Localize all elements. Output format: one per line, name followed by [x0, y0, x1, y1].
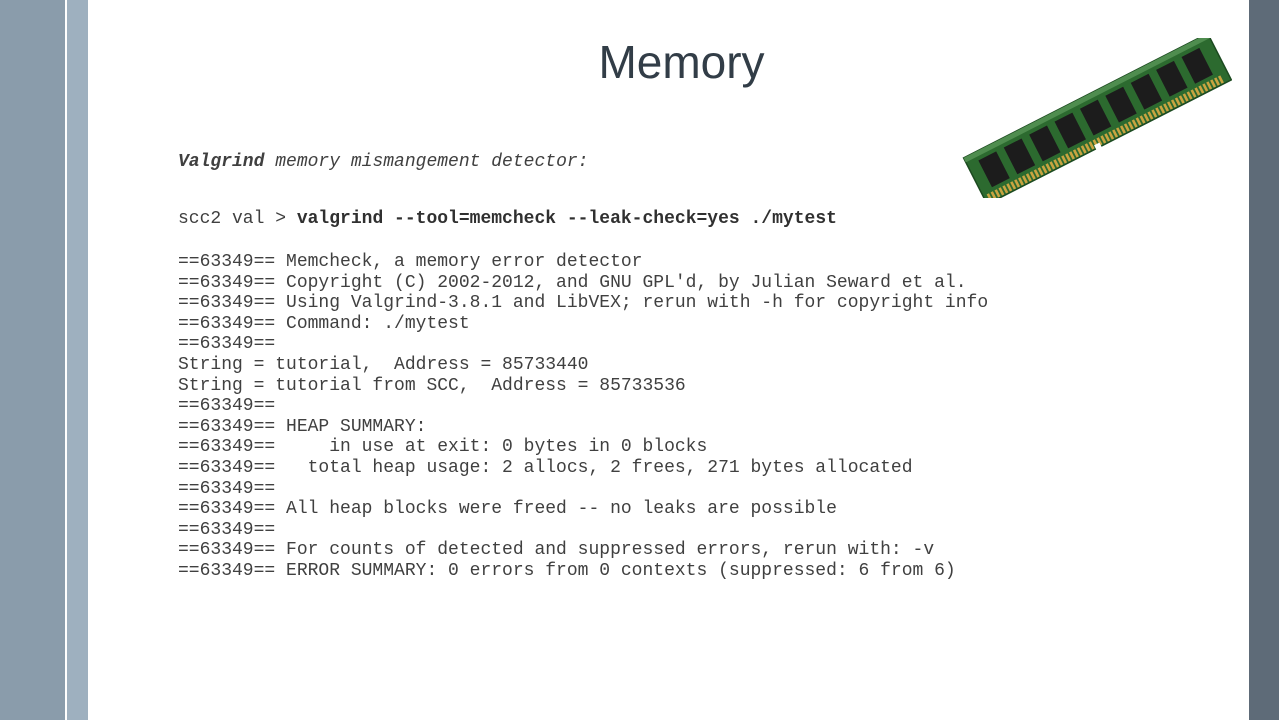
left-decor-divider	[65, 0, 67, 720]
output-line: ==63349==	[178, 519, 276, 540]
output-line: ==63349== For counts of detected and sup…	[178, 540, 935, 561]
output-line: ==63349== total heap usage: 2 allocs, 2 …	[178, 457, 913, 478]
output-line: ==63349==	[178, 334, 276, 355]
output-line: String = tutorial, Address = 85733440	[178, 354, 589, 375]
shell-prompt: scc2 val >	[178, 209, 297, 229]
output-line: ==63349==	[178, 478, 276, 499]
output-line: ==63349== ERROR SUMMARY: 0 errors from 0…	[178, 560, 956, 581]
slide-title: Memory	[598, 36, 765, 88]
command-line: scc2 val > valgrind --tool=memcheck --le…	[178, 209, 837, 229]
right-decor-bar	[1247, 0, 1279, 720]
slide-subtitle: Valgrind memory mismangement detector:	[178, 152, 588, 172]
subtitle-description: memory mismangement detector:	[264, 152, 589, 172]
left-decor-bar-light	[67, 0, 88, 720]
output-line: String = tutorial from SCC, Address = 85…	[178, 375, 686, 396]
output-line: ==63349== HEAP SUMMARY:	[178, 416, 427, 437]
left-decor-bar	[0, 0, 65, 720]
shell-command: valgrind --tool=memcheck --leak-check=ye…	[296, 209, 837, 229]
right-decor-divider	[1247, 0, 1249, 720]
output-line: ==63349== in use at exit: 0 bytes in 0 b…	[178, 437, 708, 458]
output-line: ==63349== Copyright (C) 2002-2012, and G…	[178, 272, 967, 293]
output-line: ==63349== Command: ./mytest	[178, 313, 470, 334]
output-line: ==63349== All heap blocks were freed -- …	[178, 499, 837, 520]
ram-module-icon	[962, 38, 1232, 198]
terminal-output: ==63349== Memcheck, a memory error detec…	[178, 252, 988, 582]
output-line: ==63349== Using Valgrind-3.8.1 and LibVE…	[178, 293, 989, 314]
output-line: ==63349== Memcheck, a memory error detec…	[178, 252, 643, 272]
subtitle-tool-name: Valgrind	[178, 152, 265, 172]
output-line: ==63349==	[178, 396, 276, 417]
